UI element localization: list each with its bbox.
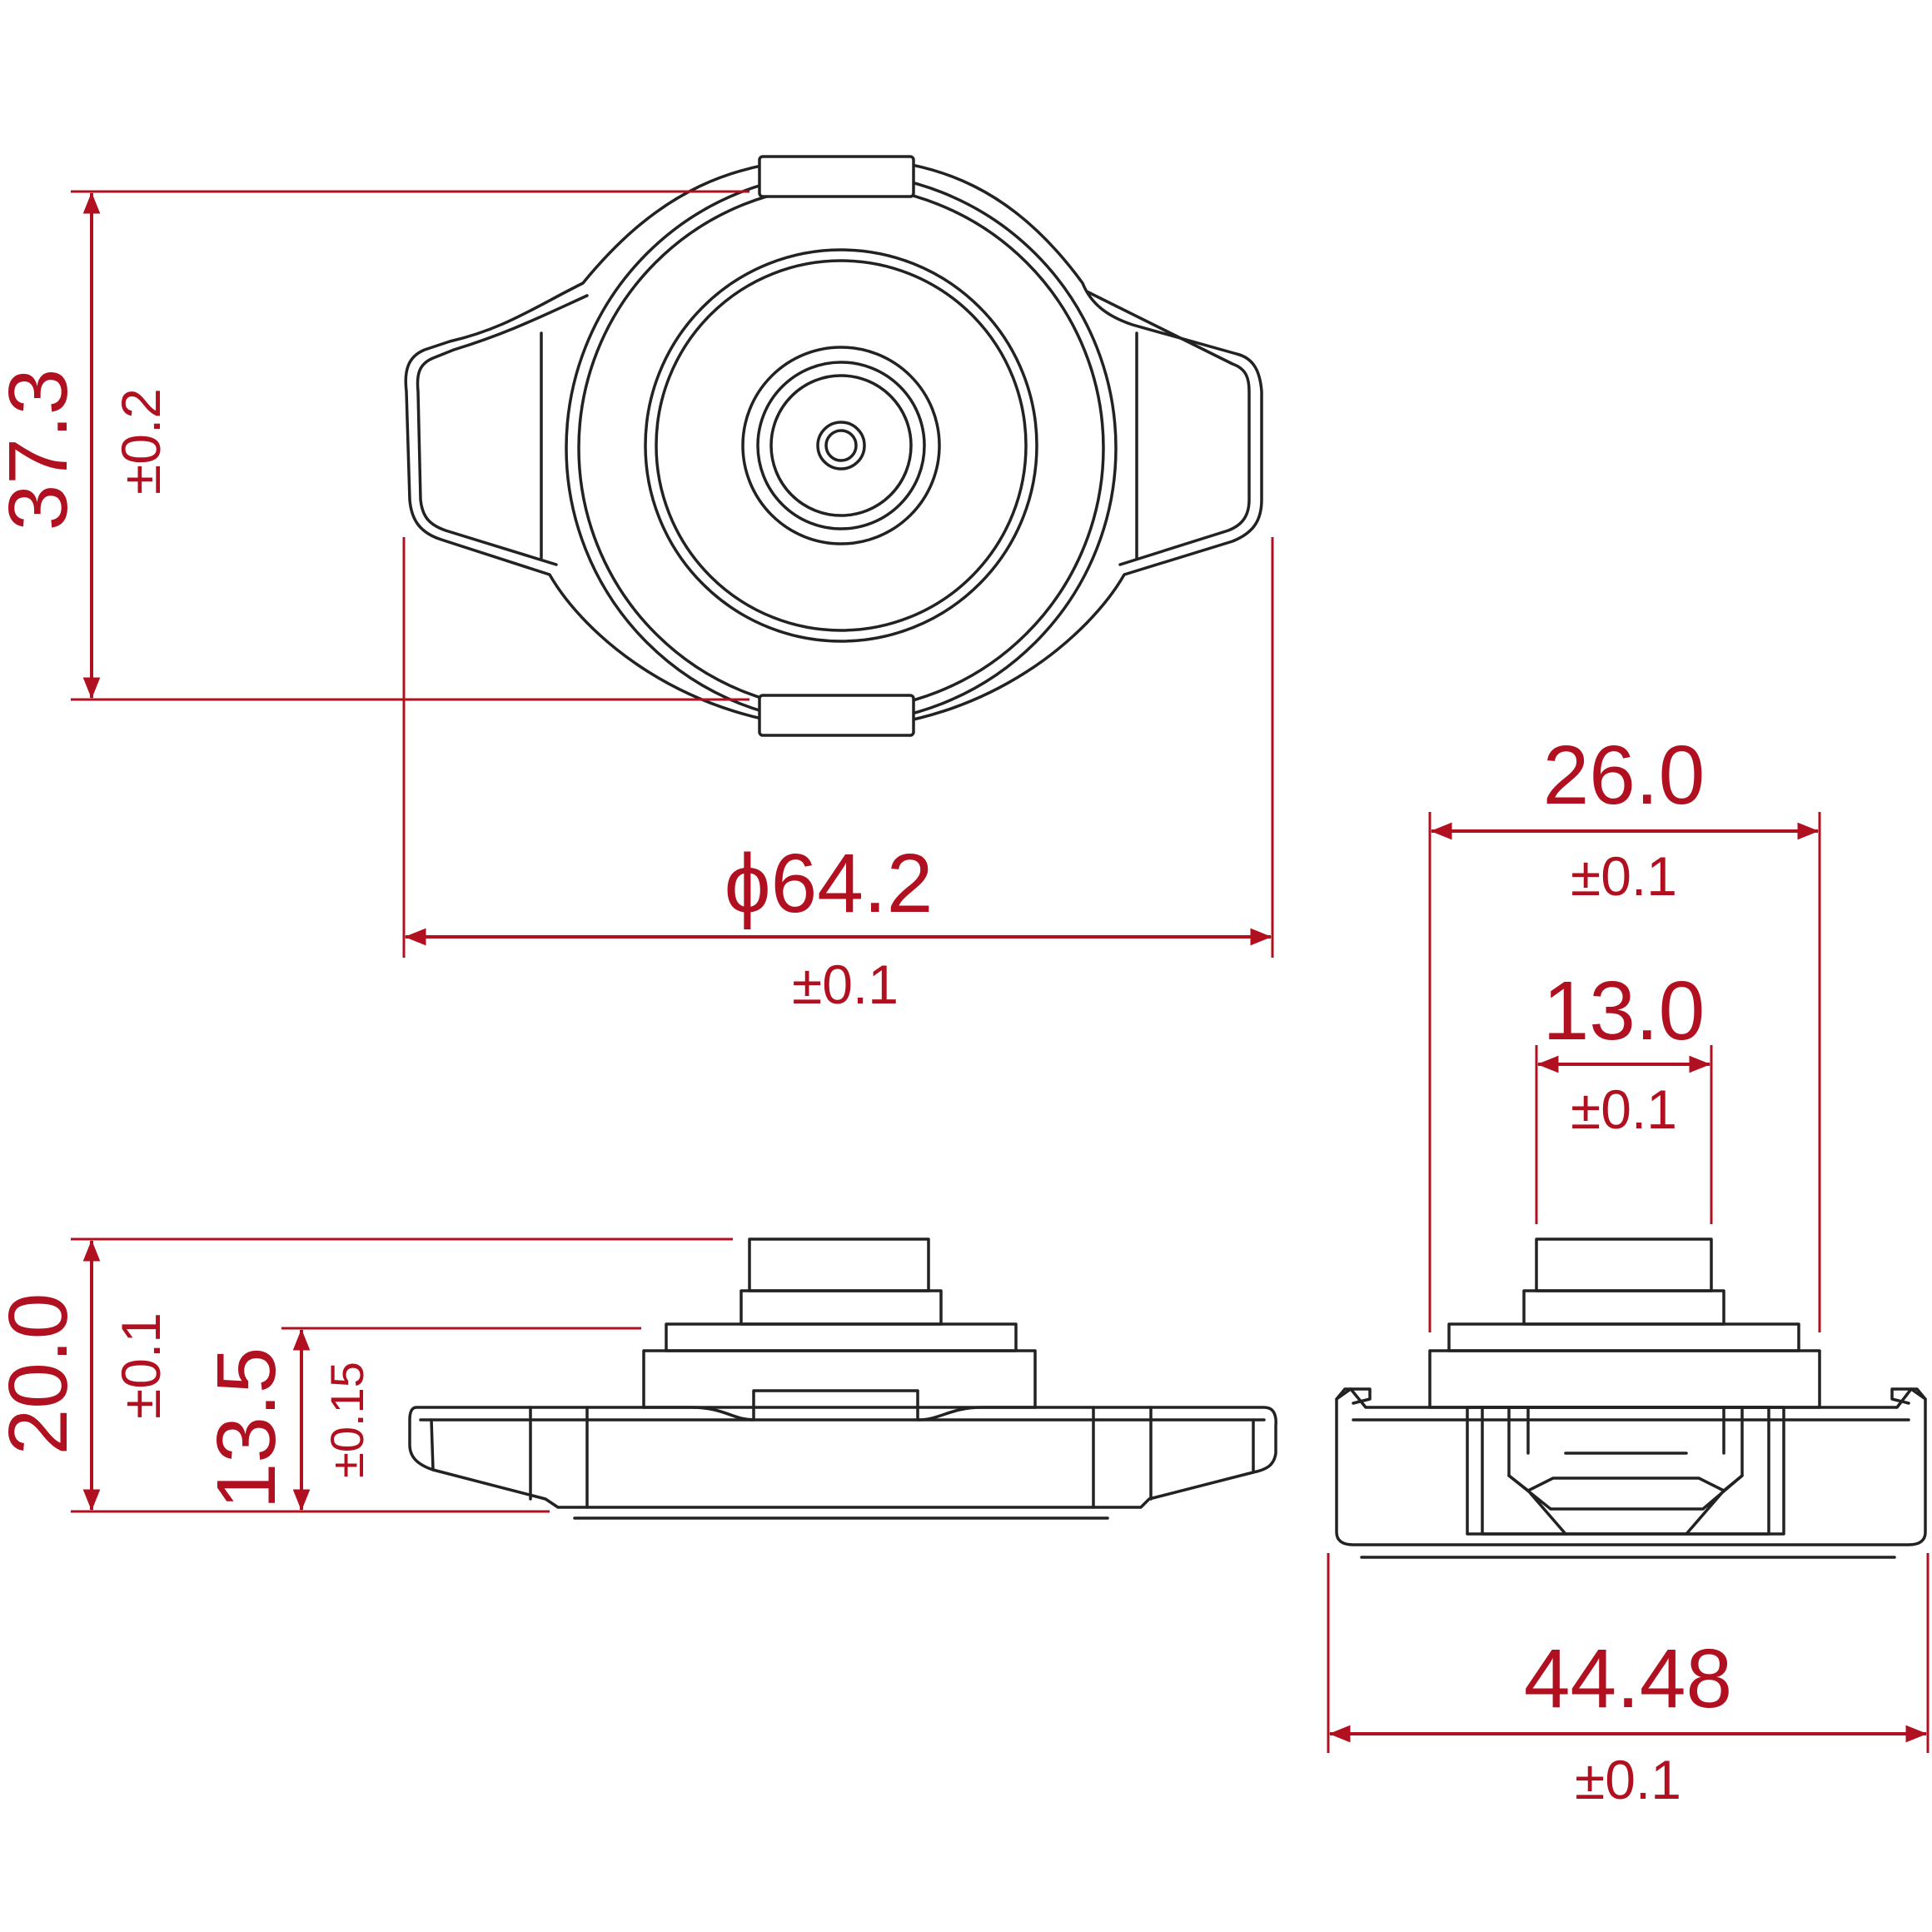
stem-width-tolerance: ±0.1 [1571, 1078, 1677, 1140]
diameter-tolerance: ±0.1 [792, 954, 899, 1015]
seal-height-value: 13.5 [200, 1347, 293, 1510]
side-height-tolerance: ±0.1 [110, 1312, 172, 1419]
cap-face-inner [655, 259, 1028, 632]
side-seal-body [642, 1349, 1037, 1409]
front-neck-lower [1447, 1322, 1800, 1352]
front-stem [1535, 1237, 1713, 1292]
front-left-clip [1335, 1387, 1372, 1405]
stem-width-value: 13.0 [1543, 964, 1705, 1058]
front-right-clip [1890, 1387, 1927, 1405]
top-height-value: 37.3 [0, 369, 85, 531]
seal-height-tolerance: ±0.15 [321, 1362, 373, 1478]
front-latch-bevel [1507, 1474, 1744, 1536]
bottom-lug [758, 694, 915, 737]
center-hole-outer [816, 421, 866, 471]
side-stem [748, 1237, 930, 1292]
side-seal-notch [642, 1389, 1037, 1422]
base-width-value: 44.48 [1524, 1632, 1732, 1725]
top-lug [758, 155, 915, 198]
side-height-value: 20.0 [0, 1293, 85, 1456]
cap-face-outer [644, 248, 1038, 643]
valve-ring-outer [741, 346, 941, 545]
top-view-outline [404, 157, 1263, 730]
front-neck-upper [1522, 1289, 1725, 1326]
front-seal-body [1428, 1349, 1821, 1409]
front-flange [1335, 1387, 1927, 1546]
front-view [1335, 1237, 1927, 1559]
side-neck-lower [665, 1322, 1018, 1352]
side-flange [408, 1406, 1277, 1509]
front-latch-frame-inner [1481, 1406, 1770, 1536]
dimension-annotations: 37.3 ±0.2 ϕ64.2 ±0.1 20.0 ±0.1 13.5 ±0.1… [0, 190, 1930, 1810]
side-view [408, 1237, 1277, 1520]
top-height-tolerance: ±0.2 [110, 388, 172, 495]
top-view [404, 155, 1263, 737]
top-view-outline-inner [416, 294, 589, 566]
neck-width-value: 26.0 [1543, 729, 1705, 822]
center-hole-inner [824, 429, 858, 462]
top-view-outline-inner-right [1085, 290, 1251, 566]
base-width-tolerance: ±0.1 [1575, 1749, 1681, 1810]
side-neck-upper [739, 1289, 943, 1326]
neck-width-tolerance: ±0.1 [1571, 845, 1677, 907]
side-rib-1 [430, 1418, 435, 1471]
diameter-value: ϕ64.2 [724, 837, 934, 930]
valve-ring-inner [769, 374, 913, 517]
valve-ring-mid [756, 361, 926, 530]
front-latch-frame-outer [1466, 1406, 1785, 1536]
